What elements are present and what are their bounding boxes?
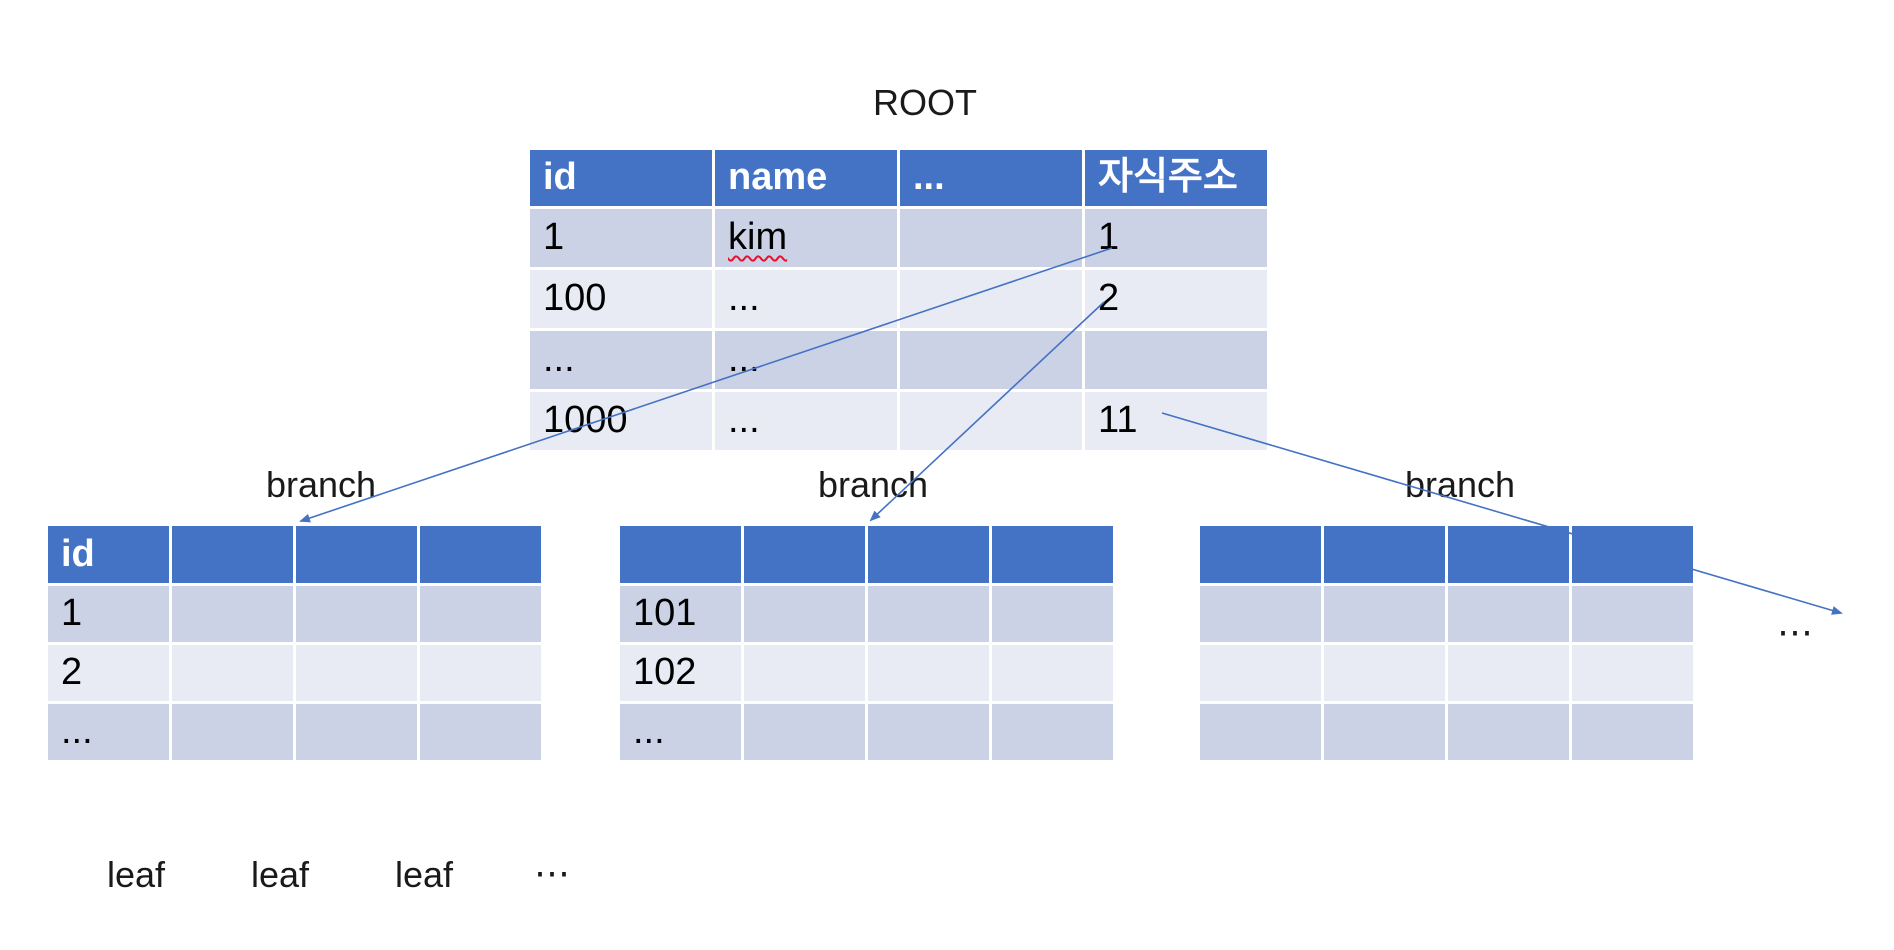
branch-cell-blank bbox=[296, 645, 417, 701]
root-row-4: 1000 ... 11 bbox=[530, 392, 1267, 450]
branch-left-cell-1: 1 bbox=[48, 586, 169, 642]
branch-cell-blank bbox=[1572, 586, 1693, 642]
branch-cell-blank bbox=[1448, 704, 1569, 760]
branch-header-blank bbox=[868, 526, 989, 583]
root-cell-child-2: 2 bbox=[1085, 270, 1267, 328]
branch-cell-blank bbox=[1572, 704, 1693, 760]
branch-cell-blank bbox=[744, 586, 865, 642]
branch-label-middle: branch bbox=[817, 464, 929, 505]
branch-cell-blank bbox=[1448, 645, 1569, 701]
root-header-id: id bbox=[530, 150, 712, 206]
root-cell-blank bbox=[900, 392, 1082, 450]
root-cell-blank bbox=[900, 209, 1082, 267]
root-cell-name-dots: ... bbox=[715, 331, 897, 389]
branch-left-row-1: 1 bbox=[48, 586, 541, 642]
branch-more-ellipsis: ⋯ bbox=[1777, 611, 1813, 652]
branch-cell-blank bbox=[1324, 645, 1445, 701]
branch-left-header-row: id bbox=[48, 526, 541, 583]
root-table: id name ... 자식주소 1 kim 1 100 ... 2 ... .… bbox=[527, 147, 1270, 453]
branch-cell-blank bbox=[172, 645, 293, 701]
branch-right-header-row bbox=[1200, 526, 1693, 583]
leaf-label-1: leaf bbox=[106, 854, 166, 895]
root-header-ellipsis: ... bbox=[900, 150, 1082, 206]
root-cell-id-dots: ... bbox=[530, 331, 712, 389]
branch-left-header-id: id bbox=[48, 526, 169, 583]
root-cell-child-11: 11 bbox=[1085, 392, 1267, 450]
leaf-label-2: leaf bbox=[250, 854, 310, 895]
branch-cell-blank bbox=[1324, 704, 1445, 760]
branch-cell-blank bbox=[1324, 586, 1445, 642]
root-header-name: name bbox=[715, 150, 897, 206]
root-cell-blank bbox=[900, 270, 1082, 328]
root-table-title: ROOT bbox=[873, 82, 977, 123]
branch-header-blank bbox=[1572, 526, 1693, 583]
leaf-more-ellipsis: ⋯ bbox=[534, 852, 570, 893]
branch-header-blank bbox=[1324, 526, 1445, 583]
branch-right-row-1 bbox=[1200, 586, 1693, 642]
branch-cell-blank bbox=[420, 704, 541, 760]
branch-cell-blank bbox=[296, 586, 417, 642]
branch-middle-cell-102: 102 bbox=[620, 645, 741, 701]
root-row-3: ... ... bbox=[530, 331, 1267, 389]
branch-cell-blank bbox=[1572, 645, 1693, 701]
root-cell-name-kim: kim bbox=[715, 209, 897, 267]
branch-middle-cell-dots: ... bbox=[620, 704, 741, 760]
misspelled-word: kim bbox=[728, 216, 788, 259]
branch-cell-blank bbox=[868, 704, 989, 760]
branch-left-cell-2: 2 bbox=[48, 645, 169, 701]
branch-middle-cell-101: 101 bbox=[620, 586, 741, 642]
root-cell-id-1000: 1000 bbox=[530, 392, 712, 450]
branch-cell-blank bbox=[420, 586, 541, 642]
branch-header-blank bbox=[420, 526, 541, 583]
branch-middle-header-row bbox=[620, 526, 1113, 583]
branch-cell-blank bbox=[744, 704, 865, 760]
branch-cell-blank bbox=[1200, 645, 1321, 701]
branch-label-left: branch bbox=[265, 464, 377, 505]
branch-header-blank bbox=[744, 526, 865, 583]
branch-table-middle: 101 102 ... bbox=[617, 523, 1116, 763]
branch-middle-row-3: ... bbox=[620, 704, 1113, 760]
branch-header-blank bbox=[172, 526, 293, 583]
branch-cell-blank bbox=[992, 645, 1113, 701]
branch-cell-blank bbox=[420, 645, 541, 701]
branch-label-right: branch bbox=[1404, 464, 1516, 505]
root-cell-id-100: 100 bbox=[530, 270, 712, 328]
root-cell-blank bbox=[1085, 331, 1267, 389]
branch-cell-blank bbox=[992, 586, 1113, 642]
root-header-child-address: 자식주소 bbox=[1085, 150, 1267, 206]
leaf-label-3: leaf bbox=[394, 854, 454, 895]
branch-header-blank bbox=[296, 526, 417, 583]
branch-cell-blank bbox=[172, 704, 293, 760]
branch-left-row-2: 2 bbox=[48, 645, 541, 701]
branch-cell-blank bbox=[744, 645, 865, 701]
root-cell-child-1: 1 bbox=[1085, 209, 1267, 267]
branch-table-right bbox=[1197, 523, 1696, 763]
branch-header-blank bbox=[1448, 526, 1569, 583]
root-row-1: 1 kim 1 bbox=[530, 209, 1267, 267]
branch-right-row-3 bbox=[1200, 704, 1693, 760]
branch-cell-blank bbox=[1448, 586, 1569, 642]
branch-header-blank bbox=[1200, 526, 1321, 583]
root-header-row: id name ... 자식주소 bbox=[530, 150, 1267, 206]
branch-table-left: id 1 2 ... bbox=[45, 523, 544, 763]
branch-middle-row-1: 101 bbox=[620, 586, 1113, 642]
branch-right-row-2 bbox=[1200, 645, 1693, 701]
branch-left-cell-dots: ... bbox=[48, 704, 169, 760]
branch-cell-blank bbox=[296, 704, 417, 760]
branch-cell-blank bbox=[1200, 586, 1321, 642]
root-cell-name-dots: ... bbox=[715, 392, 897, 450]
branch-cell-blank bbox=[868, 586, 989, 642]
branch-header-blank bbox=[620, 526, 741, 583]
branch-header-blank bbox=[992, 526, 1113, 583]
branch-cell-blank bbox=[868, 645, 989, 701]
branch-middle-row-2: 102 bbox=[620, 645, 1113, 701]
branch-left-row-3: ... bbox=[48, 704, 541, 760]
branch-cell-blank bbox=[992, 704, 1113, 760]
root-cell-id-1: 1 bbox=[530, 209, 712, 267]
branch-cell-blank bbox=[1200, 704, 1321, 760]
root-row-2: 100 ... 2 bbox=[530, 270, 1267, 328]
branch-cell-blank bbox=[172, 586, 293, 642]
root-cell-blank bbox=[900, 331, 1082, 389]
root-cell-name-dots: ... bbox=[715, 270, 897, 328]
